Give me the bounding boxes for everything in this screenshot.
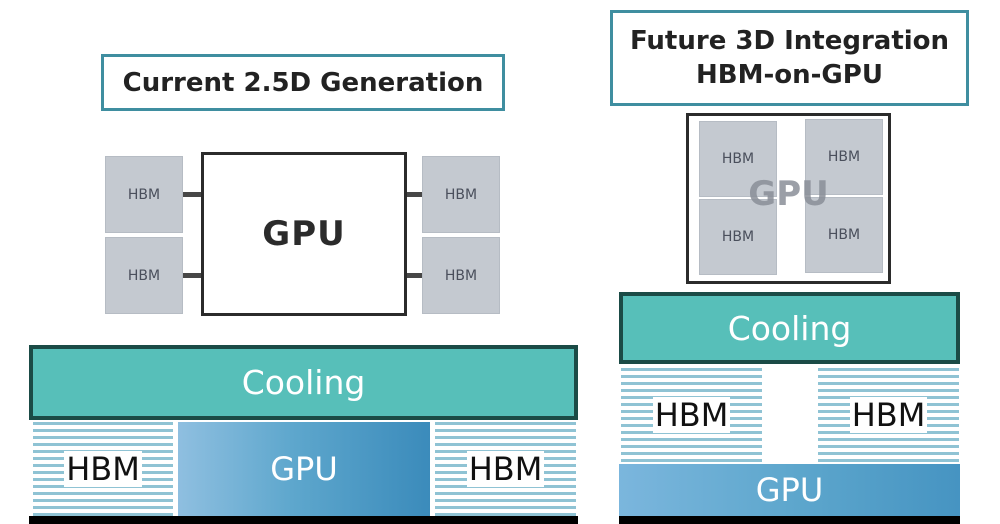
right-title-line1: Future 3D Integration xyxy=(629,26,950,56)
gpu-die-label-3d: GPU xyxy=(748,174,829,214)
right-gpu-block: GPU xyxy=(619,464,960,516)
hbm-stack-label: HBM xyxy=(466,450,545,488)
hbm-stack-label: HBM xyxy=(849,396,928,434)
left-base-substrate xyxy=(29,516,578,524)
gpu-die-top-view: GPU xyxy=(201,152,407,316)
hbm-chip-top-left: HBM xyxy=(699,121,777,197)
hbm-chip-top-right: HBM xyxy=(422,156,500,233)
right-base-substrate xyxy=(619,516,960,524)
gpu-die-label: GPU xyxy=(262,214,346,254)
right-cooling-layer: Cooling xyxy=(619,292,960,364)
cooling-label: Cooling xyxy=(727,308,852,348)
left-title: Current 2.5D Generation xyxy=(122,67,484,98)
right-hbm-stack-left: HBM xyxy=(621,368,762,462)
gpu-block-label: GPU xyxy=(755,471,824,509)
right-hbm-stack-right: HBM xyxy=(818,368,959,462)
hbm-chip-bottom-right: HBM xyxy=(422,237,500,314)
hbm-chip-label: HBM xyxy=(721,151,755,167)
left-hbm-stack-left: HBM xyxy=(33,422,173,516)
hbm-chip-label: HBM xyxy=(444,186,478,203)
hbm-chip-label: HBM xyxy=(827,227,861,243)
cooling-label: Cooling xyxy=(241,363,366,402)
left-title-box: Current 2.5D Generation xyxy=(101,54,505,111)
hbm-chip-top-left: HBM xyxy=(105,156,183,233)
left-hbm-stack-right: HBM xyxy=(435,422,576,516)
hbm-chip-bottom-left: HBM xyxy=(699,199,777,275)
hbm-chip-label: HBM xyxy=(827,149,861,165)
hbm-chip-bottom-right: HBM xyxy=(805,197,883,273)
gpu-block-label: GPU xyxy=(270,450,338,488)
hbm-chip-bottom-left: HBM xyxy=(105,237,183,314)
right-title-line2: HBM-on-GPU xyxy=(696,60,883,90)
right-title-box: Future 3D Integration HBM-on-GPU xyxy=(610,10,969,106)
hbm-chip-label: HBM xyxy=(127,267,161,284)
hbm-stack-label: HBM xyxy=(652,396,731,434)
hbm-chip-label: HBM xyxy=(127,186,161,203)
hbm-chip-label: HBM xyxy=(444,267,478,284)
hbm-stack-label: HBM xyxy=(64,450,142,488)
left-cooling-layer: Cooling xyxy=(29,345,578,420)
hbm-chip-label: HBM xyxy=(721,229,755,245)
left-gpu-block: GPU xyxy=(178,422,430,516)
hbm-chip-top-right: HBM xyxy=(805,119,883,195)
